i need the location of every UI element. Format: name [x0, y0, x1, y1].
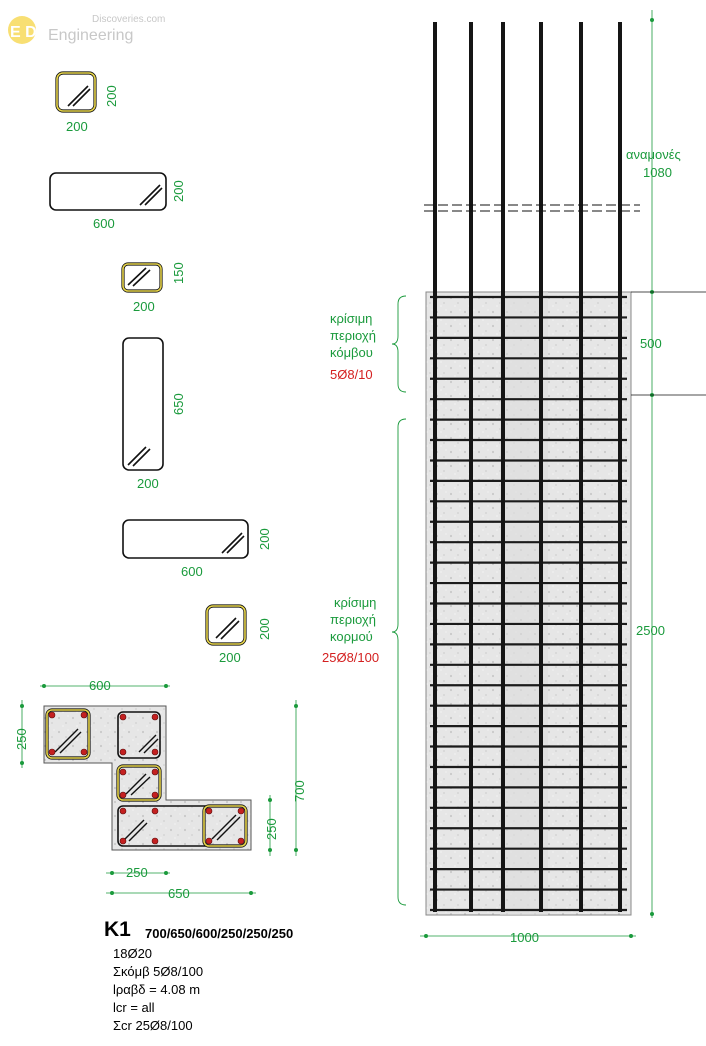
section-left-dim: 250	[14, 728, 29, 750]
stirrup-2-width: 600	[93, 216, 115, 231]
section-tie-2	[117, 711, 161, 759]
logo-site: Discoveries.com	[92, 14, 165, 25]
stirrup-shape-5: 600 200	[122, 519, 272, 579]
section-right-dim: 700	[292, 780, 307, 802]
body-spec: 25Ø8/100	[322, 650, 379, 665]
body-zone-labels: κρίσιμη περιοχή κορμού 25Ø8/100	[322, 595, 379, 665]
column-summary: K1 700/650/600/250/250/250 18Ø20 Σκόμβ 5…	[104, 918, 293, 1033]
stirrup-4-width: 200	[137, 476, 159, 491]
stirrup-6-height: 200	[257, 618, 272, 640]
node-spec: 5Ø8/10	[330, 367, 373, 382]
logo-brand: Engineering	[48, 27, 133, 44]
section-bottom-small-dim: 250	[126, 865, 148, 880]
stirrup-1-height: 200	[104, 85, 119, 107]
node-label-1: κρίσιμη	[330, 311, 372, 326]
body-label-1: κρίσιμη	[334, 595, 376, 610]
width-dim: 1000	[510, 930, 539, 945]
section-dimensions: 600 250 700 250 250 650	[14, 678, 307, 901]
column-line-5: Σcr 25Ø8/100	[113, 1018, 193, 1033]
starter-break-line	[424, 204, 640, 212]
stirrup-5-width: 600	[181, 564, 203, 579]
stirrup-shapes: 200 200 600 200 200 150 200 650	[49, 71, 272, 665]
node-label-2: περιοχή	[330, 328, 376, 343]
engineering-discoveries-logo: E D Discoveries.com Engineering	[8, 14, 165, 44]
stirrup-3-width: 200	[133, 299, 155, 314]
node-dim: 500	[640, 336, 662, 351]
column-elevation: αναμονές 1080 500 2500 1000 κρίσιμη περι…	[322, 10, 706, 945]
zone-brackets	[391, 295, 407, 906]
stirrup-shape-2: 600 200	[49, 172, 186, 231]
elevation-stirrups	[430, 295, 627, 912]
section-bottom-dim: 650	[168, 886, 190, 901]
section-longitudinal-bars	[48, 711, 245, 845]
starter-label: αναμονές	[626, 147, 681, 162]
section-right-small-dim: 250	[264, 818, 279, 840]
logo-circle-icon	[8, 16, 36, 44]
column-line-2: Σκόμβ 5Ø8/100	[113, 964, 203, 979]
stirrup-shape-1: 200 200	[55, 71, 119, 134]
column-dims: 700/650/600/250/250/250	[145, 926, 293, 941]
section-top-dim: 600	[89, 678, 111, 693]
body-label-2: περιοχή	[330, 612, 376, 627]
stirrup-4-height: 650	[171, 393, 186, 415]
stirrup-shape-3: 200 150	[121, 262, 186, 314]
elevation-dimensions: αναμονές 1080 500 2500 1000	[420, 10, 706, 945]
body-dim: 2500	[636, 623, 665, 638]
stirrup-shape-4: 200 650	[122, 337, 186, 491]
logo-mark: E D	[10, 24, 37, 41]
section-concrete	[43, 705, 252, 851]
stirrup-shape-6: 200 200	[205, 604, 272, 665]
body-label-3: κορμού	[330, 629, 373, 644]
stirrup-1-width: 200	[66, 119, 88, 134]
stirrup-5-height: 200	[257, 528, 272, 550]
node-zone-labels: κρίσιμη περιοχή κόμβου 5Ø8/10	[330, 311, 376, 382]
column-name: K1	[104, 918, 131, 941]
starter-value: 1080	[643, 165, 672, 180]
node-label-3: κόμβου	[330, 345, 373, 360]
column-line-3: lραβδ = 4.08 m	[113, 982, 200, 997]
column-line-4: lcr = all	[113, 1000, 155, 1015]
elevation-longitudinal-bars	[433, 22, 622, 912]
stirrup-2-height: 200	[171, 180, 186, 202]
stirrup-3-height: 150	[171, 262, 186, 284]
stirrup-6-width: 200	[219, 650, 241, 665]
column-cross-section: 600 250 700 250 250 650	[14, 678, 307, 901]
column-line-1: 18Ø20	[113, 946, 152, 961]
